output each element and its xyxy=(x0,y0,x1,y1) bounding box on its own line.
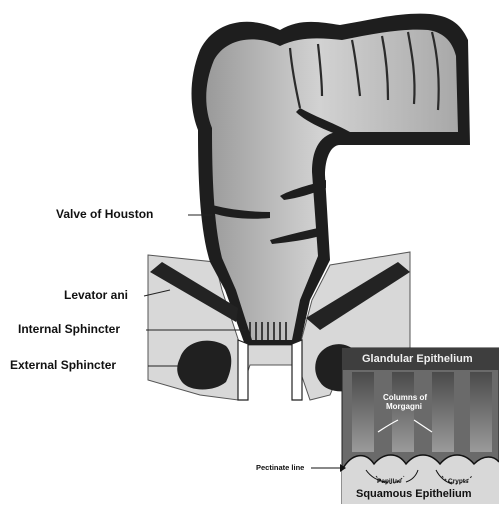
label-valve-of-houston: Valve of Houston xyxy=(56,207,153,221)
internal-sphincter-columns xyxy=(250,322,286,344)
anal-canal-left-wall xyxy=(238,340,248,400)
inset-papillae: Papillae xyxy=(377,478,402,485)
inset-columns-line2: Morgagni xyxy=(386,402,422,411)
inset-columns-line1: Columns of xyxy=(383,393,427,402)
label-levator-ani: Levator ani xyxy=(64,288,128,302)
label-internal-sphincter: Internal Sphincter xyxy=(18,322,120,336)
inset-title-glandular: Glandular Epithelium xyxy=(362,353,473,365)
inset-crypts: Crypts xyxy=(448,478,469,485)
label-pectinate-line: Pectinate line xyxy=(256,463,304,472)
epithelium-inset xyxy=(342,348,499,504)
inset-title-squamous: Squamous Epithelium xyxy=(356,488,472,500)
anal-canal-right-wall xyxy=(292,340,302,400)
label-external-sphincter: External Sphincter xyxy=(10,358,116,372)
